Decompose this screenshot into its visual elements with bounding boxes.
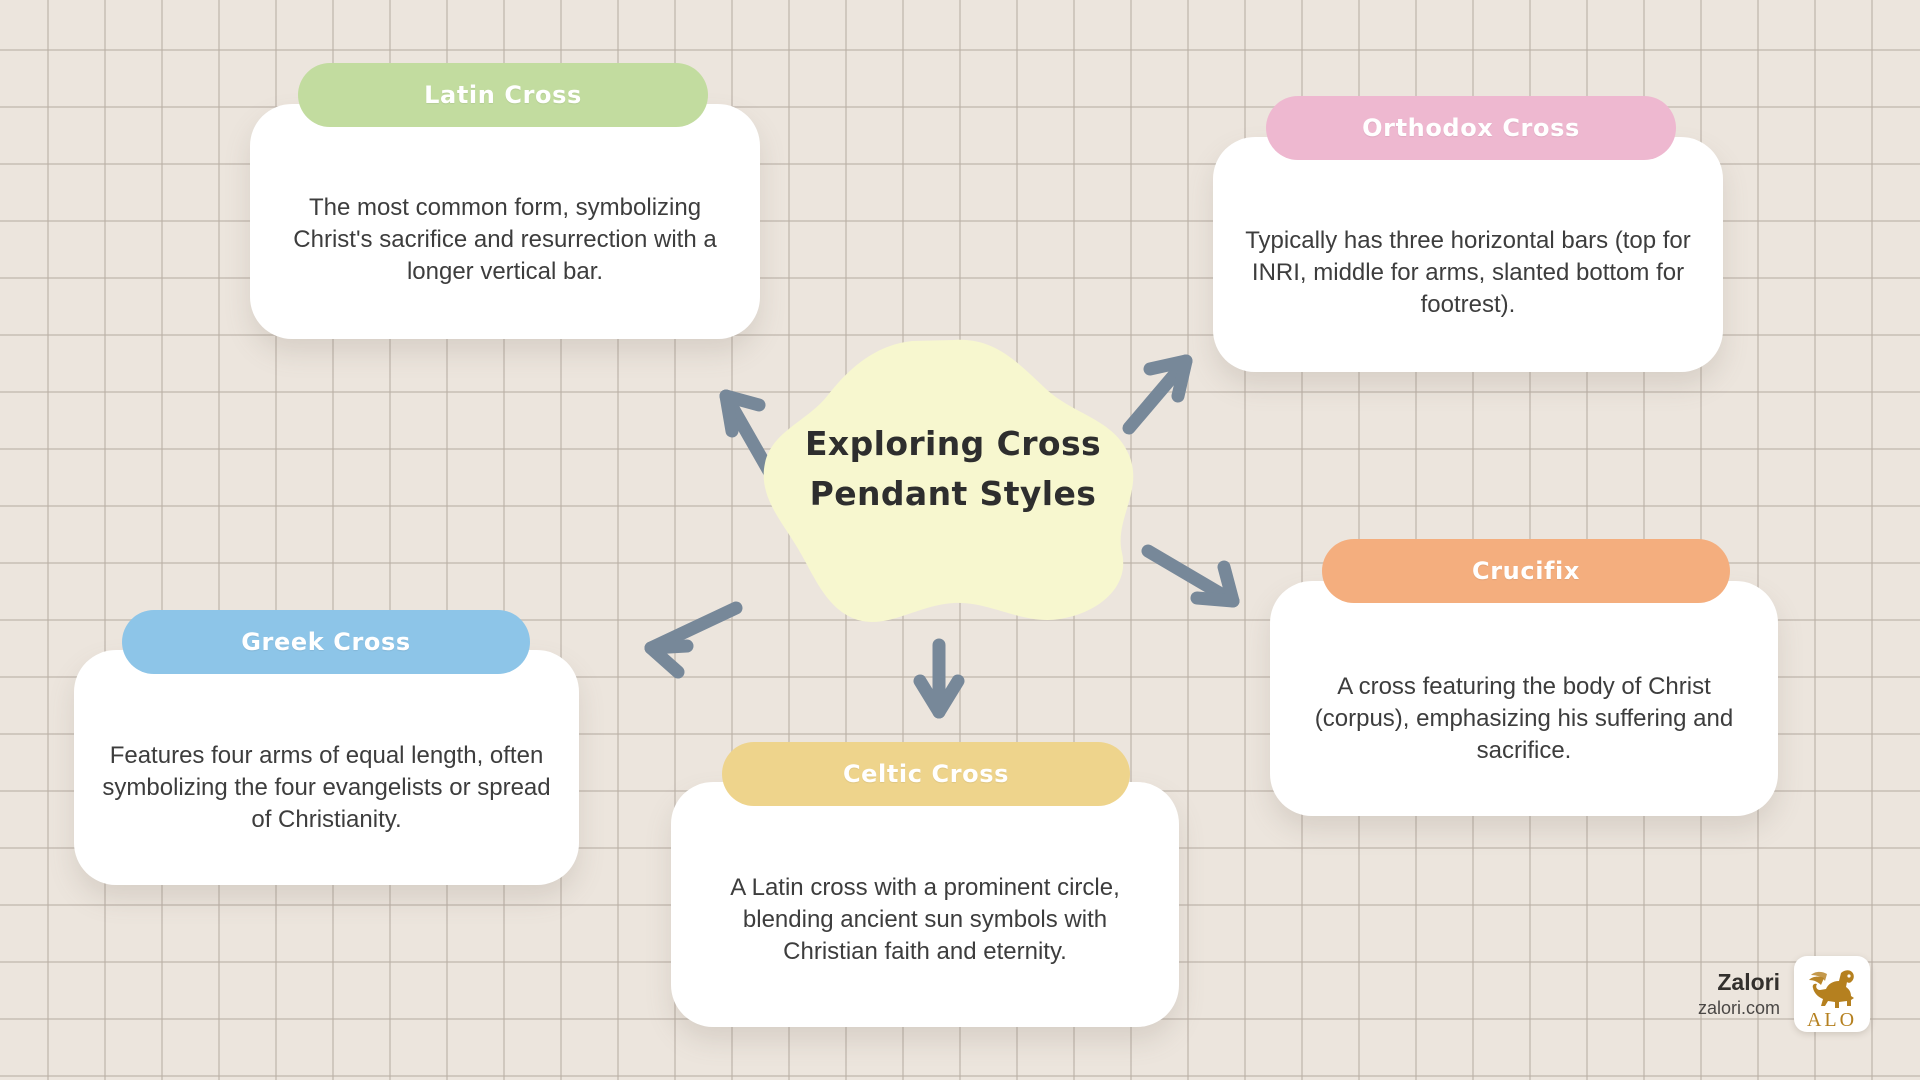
brand-logo: ALO: [1794, 956, 1870, 1032]
center-topic-blob: Exploring Cross Pendant Styles: [758, 337, 1148, 627]
card-title-greek-cross: Greek Cross: [241, 628, 411, 656]
card-header-greek-cross[interactable]: Greek Cross: [122, 610, 530, 674]
card-greek-cross[interactable]: Features four arms of equal length, ofte…: [74, 650, 579, 885]
arrow-to-crucifix: [1141, 544, 1240, 608]
card-crucifix[interactable]: A cross featuring the body of Christ (co…: [1270, 581, 1778, 816]
brand-logo-wordmark: ALO: [1807, 1009, 1857, 1031]
arrow-to-greek: [644, 601, 743, 679]
card-body-orthodox-cross: Typically has three horizontal bars (top…: [1245, 227, 1691, 318]
brand-watermark: Zalori zalori.com ALO: [1698, 956, 1870, 1032]
card-title-crucifix: Crucifix: [1472, 557, 1580, 585]
card-celtic-cross[interactable]: A Latin cross with a prominent circle, b…: [671, 782, 1179, 1027]
card-latin-cross[interactable]: The most common form, symbolizing Christ…: [250, 104, 760, 339]
brand-text-block: Zalori zalori.com: [1698, 968, 1780, 1019]
card-title-latin-cross: Latin Cross: [424, 81, 582, 109]
winged-lion-icon: [1809, 970, 1854, 1008]
card-orthodox-cross[interactable]: Typically has three horizontal bars (top…: [1213, 137, 1723, 372]
arrow-to-celtic: [913, 638, 965, 719]
card-body-celtic-cross: A Latin cross with a prominent circle, b…: [730, 874, 1120, 965]
card-title-celtic-cross: Celtic Cross: [842, 760, 1010, 788]
card-header-orthodox-cross[interactable]: Orthodox Cross: [1266, 96, 1676, 160]
card-body-latin-cross: The most common form, symbolizing Christ…: [293, 194, 717, 285]
card-header-latin-cross[interactable]: Latin Cross: [298, 63, 708, 127]
card-header-crucifix[interactable]: Crucifix: [1322, 539, 1730, 603]
brand-name: Zalori: [1717, 969, 1780, 996]
card-body-crucifix: A cross featuring the body of Christ (co…: [1314, 673, 1734, 764]
blob-shape: [763, 339, 1134, 623]
card-body-greek-cross: Features four arms of equal length, ofte…: [102, 742, 551, 833]
card-header-celtic-cross[interactable]: Celtic Cross: [722, 742, 1130, 806]
card-title-orthodox-cross: Orthodox Cross: [1362, 114, 1580, 142]
brand-url[interactable]: zalori.com: [1697, 998, 1780, 1019]
